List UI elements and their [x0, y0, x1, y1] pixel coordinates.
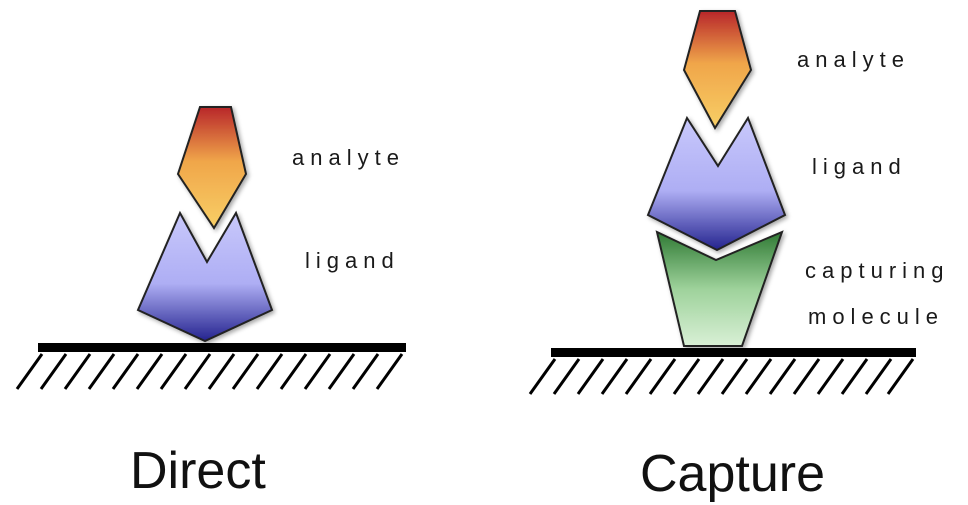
ligand-shape	[646, 115, 787, 252]
capturing-label-line2: molecule	[808, 304, 944, 329]
direct-panel: analyte ligand Direct	[15, 106, 406, 500]
capture-analyte-label: analyte	[797, 47, 910, 72]
surface-bar	[38, 343, 406, 352]
capture-panel: analyte ligand capturing molecule Captur…	[528, 10, 950, 503]
surface-bar	[551, 348, 916, 357]
capture-title: Capture	[640, 445, 825, 503]
direct-analyte-label: analyte	[292, 145, 405, 170]
ligand-shape	[136, 210, 274, 343]
capture-ligand-label: ligand	[812, 154, 907, 179]
surface	[528, 348, 916, 395]
surface-hatching	[528, 358, 915, 395]
surface-hatching	[15, 353, 404, 390]
direct-ligand-label: ligand	[305, 248, 400, 273]
capturing-molecule-shape	[655, 230, 784, 347]
direct-title: Direct	[130, 442, 266, 500]
analyte-shape	[682, 10, 753, 131]
capturing-label-line1: capturing	[805, 258, 950, 283]
surface	[15, 343, 406, 390]
analyte-shape	[176, 106, 248, 230]
